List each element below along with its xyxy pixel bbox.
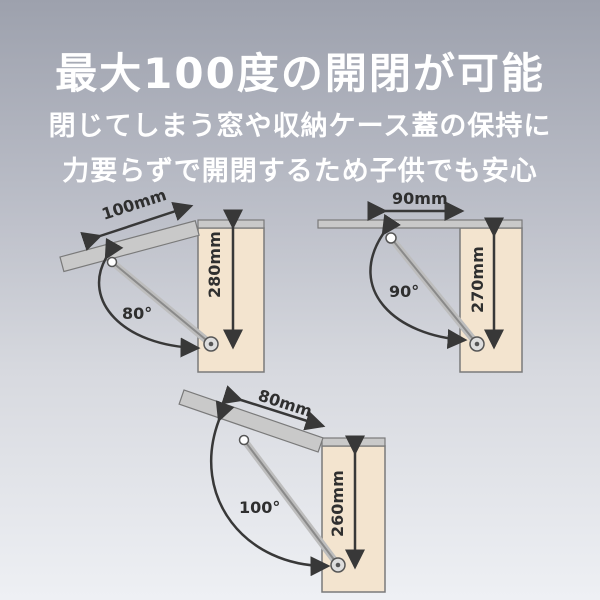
width-dimension-line xyxy=(80,201,194,251)
angle-arc xyxy=(209,400,331,577)
strut-rod xyxy=(111,261,212,345)
main-title: 最大100度の開閉が可能 xyxy=(55,49,545,98)
diagram-90-degree: 90° 90mm 270mm xyxy=(317,189,523,373)
width-label: 80mm xyxy=(256,386,315,421)
angle-label: 100° xyxy=(239,498,280,517)
upper-pivot xyxy=(385,232,397,244)
upper-pivot xyxy=(238,434,250,446)
angle-arc xyxy=(369,213,468,349)
lid xyxy=(59,220,200,273)
lower-pivot-center xyxy=(208,341,214,347)
top-plate xyxy=(321,437,386,447)
angle-arc xyxy=(97,237,201,358)
height-label: 270mm xyxy=(468,246,487,313)
height-label: 280mm xyxy=(205,231,224,298)
upper-pivot xyxy=(106,256,118,268)
lower-pivot-center xyxy=(335,562,341,568)
diagram-80-degree: 80° 100mm 280mm xyxy=(59,185,265,373)
top-plate xyxy=(317,219,523,229)
height-label: 260mm xyxy=(328,470,347,537)
subtitle-line-1: 閉じてしまう窓や収納ケース蓋の保持に xyxy=(48,111,552,142)
lower-pivot-center xyxy=(474,341,480,347)
angle-label: 90° xyxy=(389,282,419,301)
top-plate xyxy=(197,219,265,229)
subtitle-line-2: 力要らずで開閉するため子供でも安心 xyxy=(62,156,538,187)
width-label: 90mm xyxy=(392,189,448,208)
angle-label: 80° xyxy=(122,304,152,323)
diagram-100-degree: 100° 80mm 260mm xyxy=(178,385,386,593)
